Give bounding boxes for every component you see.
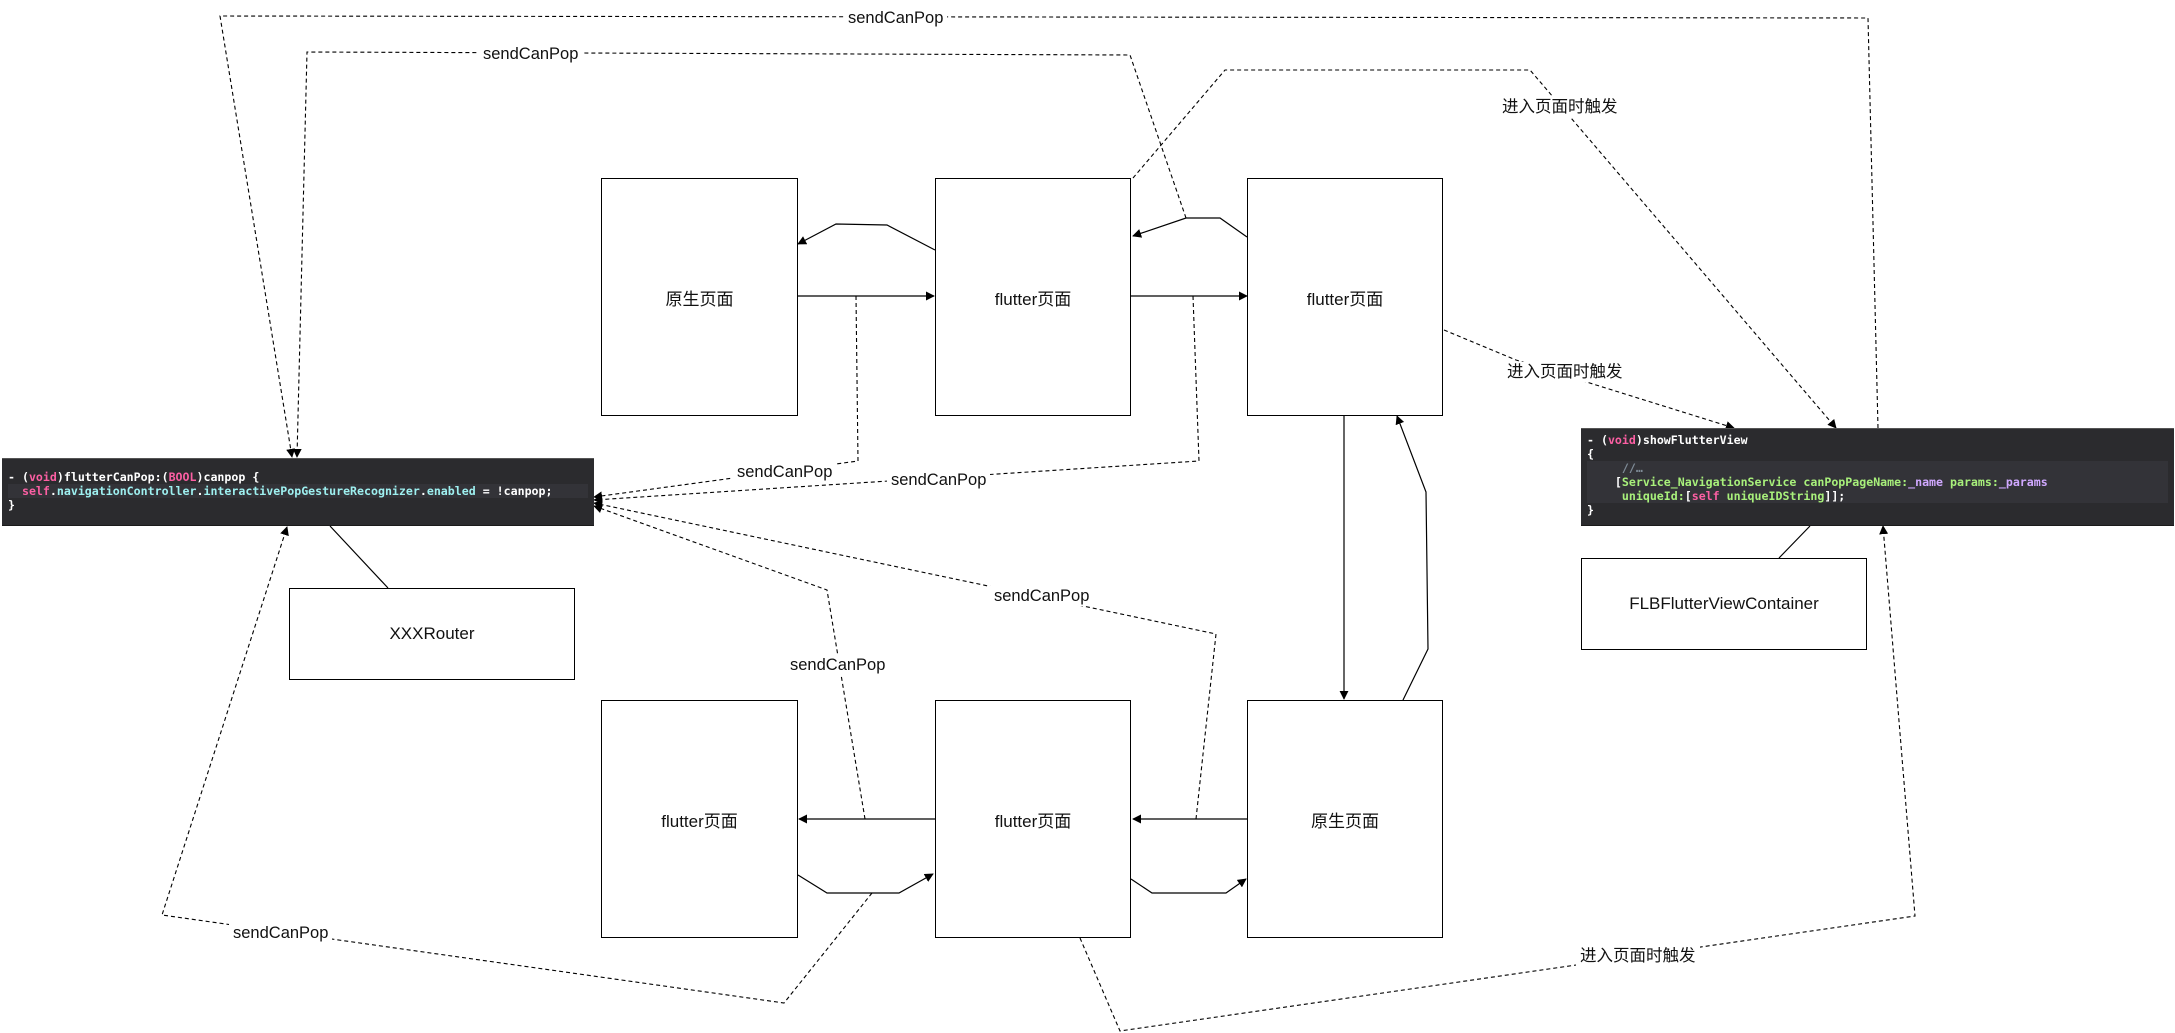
dash-enter-top [1132,69,1837,429]
label-send-bottom-left-up: sendCanPop [786,655,890,675]
label-send-mid-left: sendCanPop [733,462,837,482]
flutter-page-bottom-left: flutter页面 [601,700,798,938]
label-enter-top: 进入页面时触发 [1498,97,1622,117]
dash-send-top-outer [219,15,1879,458]
flutter-page-top-right: flutter页面 [1247,178,1443,416]
edge-back-flutter-to-flutter-top [1132,217,1248,238]
label-send-mid-right: sendCanPop [887,470,991,490]
link-code-to-xxxrouter [329,525,389,589]
dash-send-top-inner [292,51,1187,458]
flb-container-box: FLBFlutterViewContainer [1581,558,1867,650]
xxxrouter-label: XXXRouter [389,624,475,643]
edge-native-to-flutter-up [1395,415,1429,701]
edge-forward-flutter-to-flutter-bottom [797,873,934,894]
flb-container-label: FLBFlutterViewContainer [1629,594,1819,613]
label-send-top-inner: sendCanPop [479,44,583,64]
label-enter-bottom: 进入页面时触发 [1576,946,1700,966]
label-send-bottom-outer: sendCanPop [229,923,333,943]
label-send-top-outer: sendCanPop [844,8,948,28]
edge-back-flutter-to-native-top [797,223,936,251]
link-code-to-flbcontainer [1778,525,1811,559]
label-send-right-diag: sendCanPop [990,586,1094,606]
native-page-top-label: 原生页面 [665,289,734,309]
flutter-page-bottom-left-label: flutter页面 [661,811,738,831]
code-snippet-flutter-can-pop: - (void)flutterCanPop:(BOOL)canpop { sel… [2,458,594,526]
xxxrouter-box: XXXRouter [289,588,575,680]
dash-enter-bottom [1079,525,1916,1032]
label-enter-mid: 进入页面时触发 [1503,362,1627,382]
dash-send-bottom-outer [161,526,873,1004]
flutter-page-top-mid-label: flutter页面 [994,289,1072,309]
native-page-bottom-right: 原生页面 [1247,700,1443,938]
native-page-bottom-right-label: 原生页面 [1311,811,1379,831]
dash-enter-mid [1443,329,1735,430]
flutter-page-bottom-mid-label: flutter页面 [994,811,1072,831]
dash-send-right-diag [593,500,1217,820]
flutter-page-top-right-label: flutter页面 [1306,289,1384,309]
native-page-top: 原生页面 [601,178,798,416]
code-snippet-show-flutter-view: - (void)showFlutterView { //… [Service_N… [1581,428,2174,526]
flutter-page-top-mid: flutter页面 [935,178,1131,416]
dash-send-bottom-left-up [593,504,866,820]
flutter-page-bottom-mid: flutter页面 [935,700,1131,938]
dash-send-mid-right [593,295,1200,504]
edge-forward-flutter-to-native-bottom [1130,878,1247,894]
